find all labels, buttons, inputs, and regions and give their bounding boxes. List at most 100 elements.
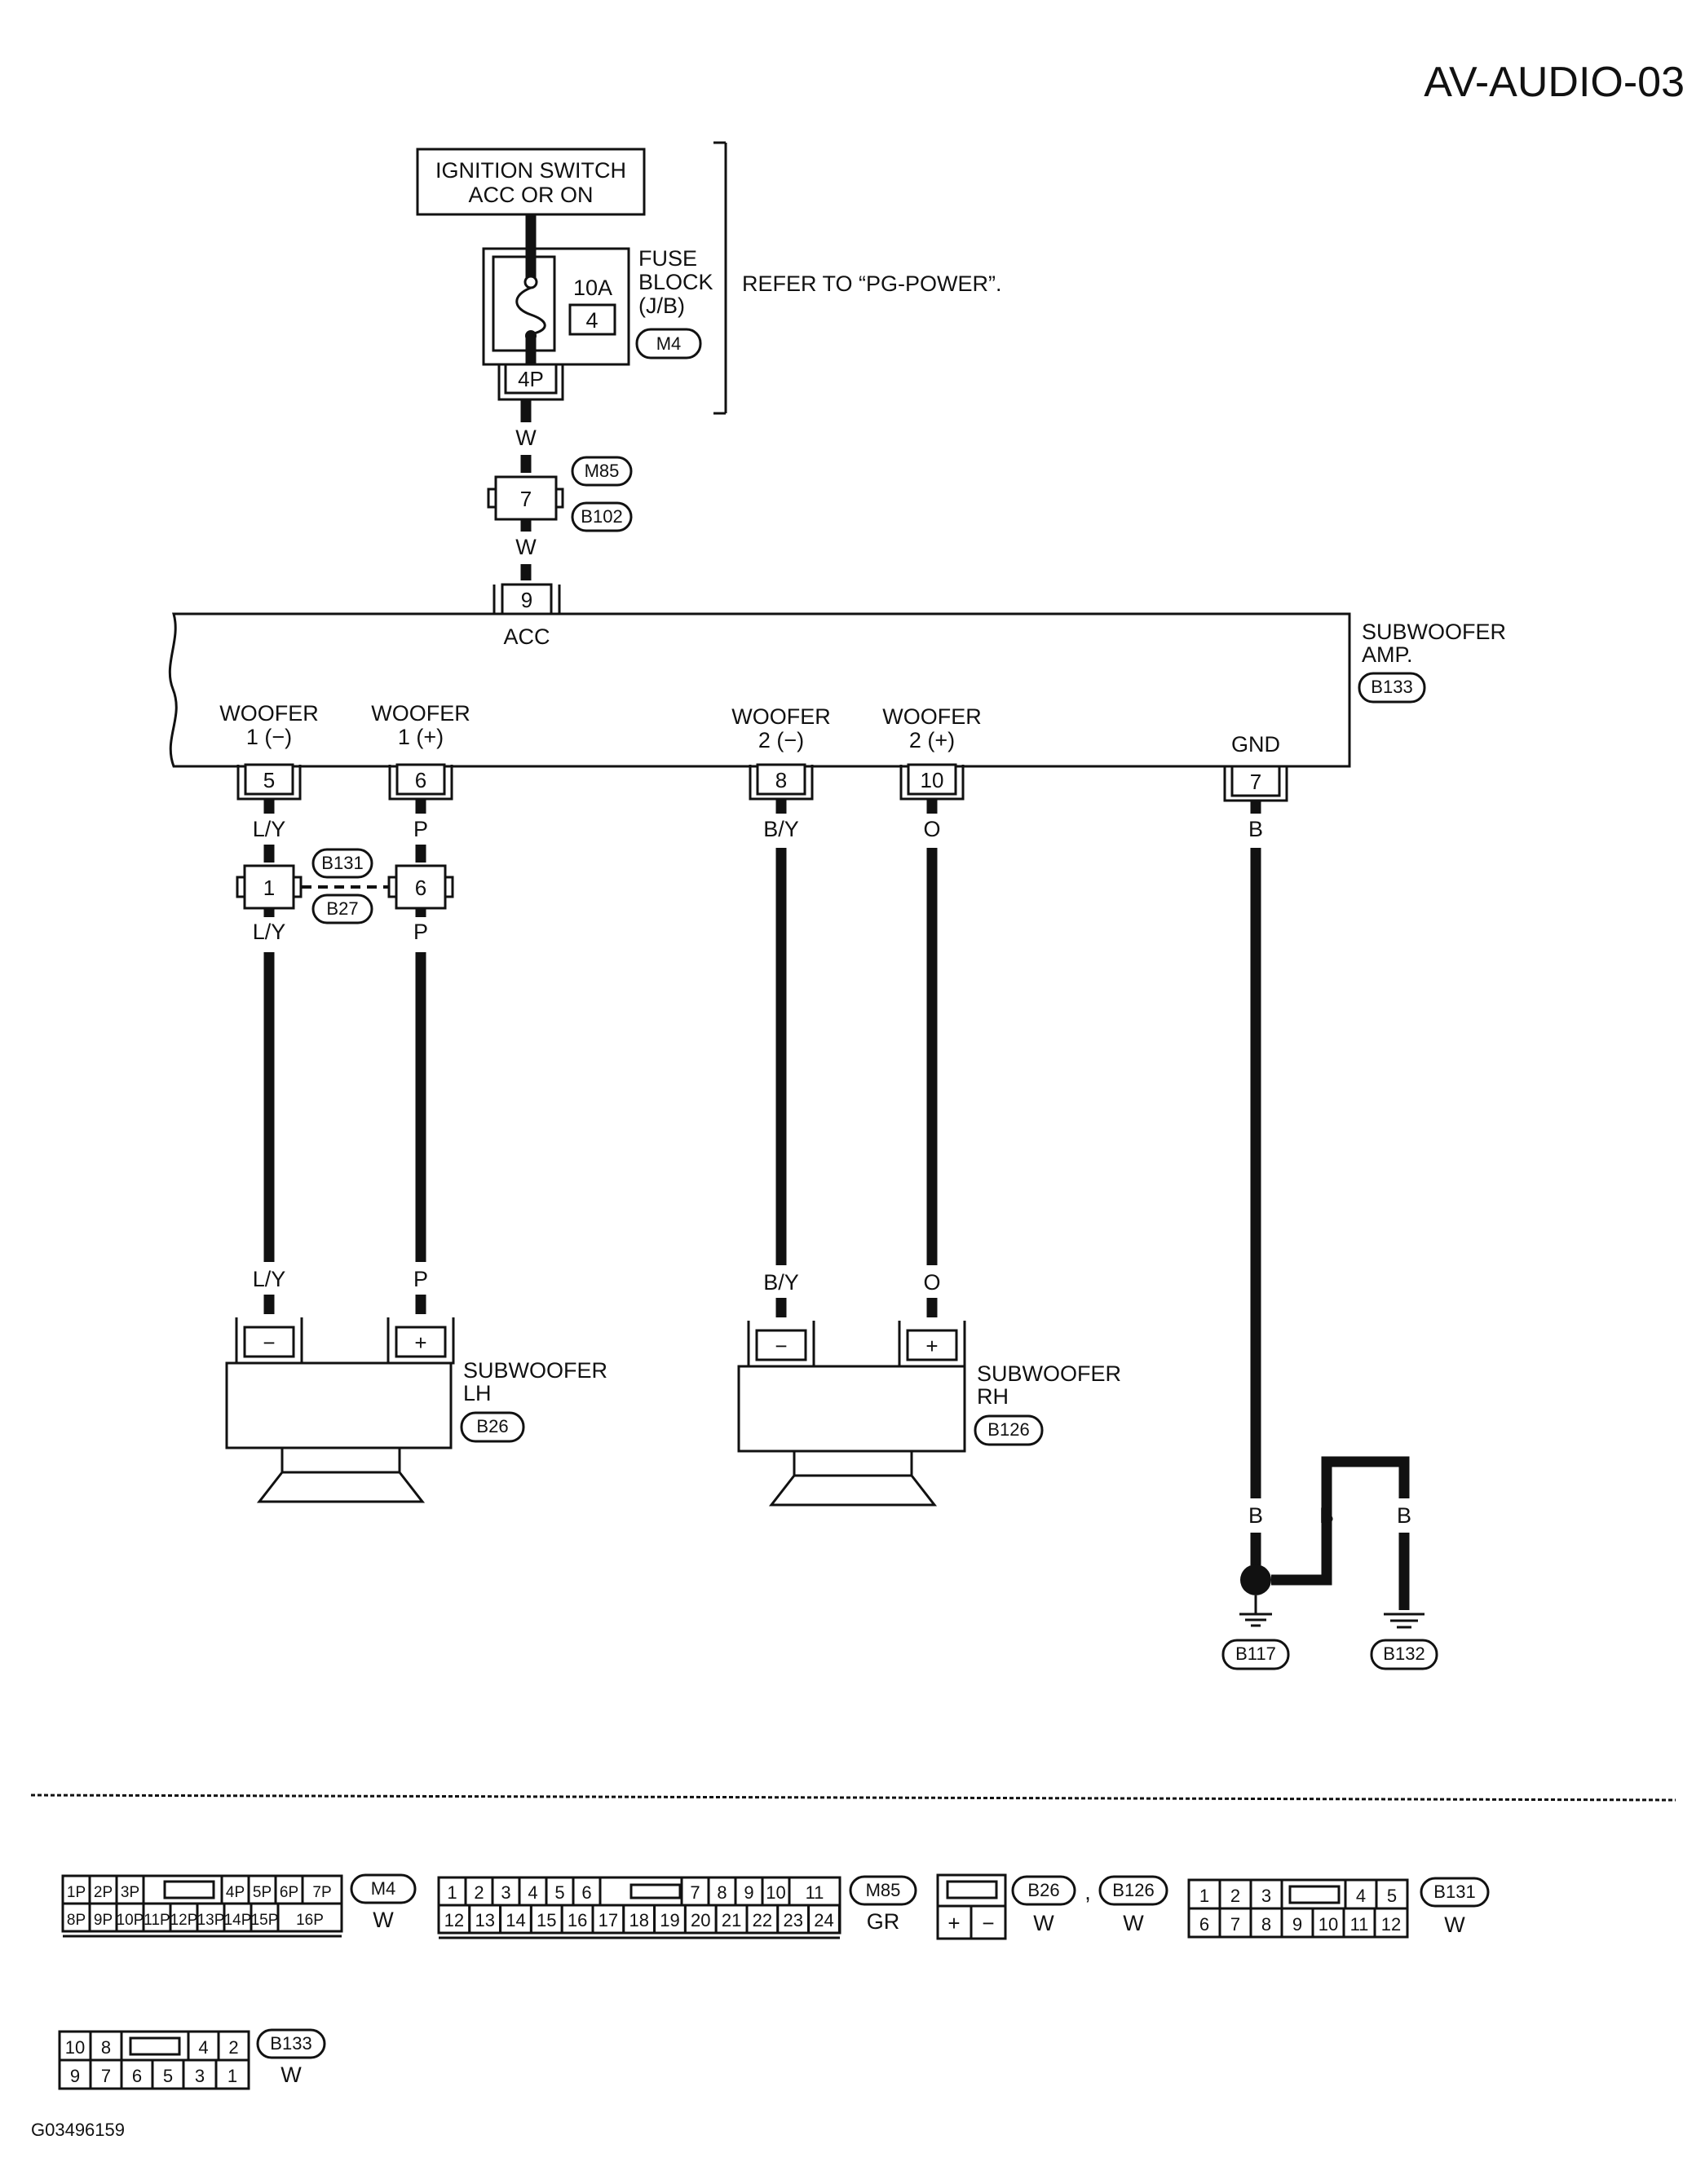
- cavity-number: 15P: [251, 1912, 279, 1929]
- connector-view-b26-id: B26: [1027, 1880, 1059, 1900]
- connector-view-m4-color: W: [373, 1908, 394, 1932]
- amp-name-1: SUBWOOFER: [1362, 620, 1506, 644]
- amp-terminal-label-woofer2-neg-2: 2 (−): [758, 728, 804, 752]
- rh-terminal-pos: +: [898, 1321, 966, 1368]
- cavity-number: 21: [722, 1910, 741, 1930]
- fuse-inner: [492, 255, 556, 352]
- cavity-number: 5: [554, 1882, 564, 1903]
- joint-id-b102: B102: [581, 506, 622, 527]
- subwoofer-lh-cone: [256, 1448, 426, 1503]
- cavity-number: 8P: [67, 1912, 86, 1929]
- wire-color-b-4: B: [1397, 1503, 1411, 1528]
- joint-connector-box: [494, 475, 558, 521]
- lh-terminal-neg: −: [235, 1317, 303, 1365]
- amp-terminal-label-woofer2-pos-1: WOOFER: [882, 704, 982, 729]
- joint-connector-shell-right: [556, 488, 564, 509]
- amp-terminal-6: 6: [388, 763, 453, 801]
- cavity-cell: [560, 1904, 594, 1935]
- amp-connector-id: B133: [1371, 677, 1412, 697]
- cavity-number: 11P: [144, 1912, 170, 1929]
- cavity-cell: [591, 1904, 625, 1935]
- subwoofer-rh-name-1: SUBWOOFER: [977, 1361, 1121, 1386]
- wire-color-o-1: O: [923, 817, 940, 841]
- wire-color-p-2: P: [413, 920, 428, 944]
- subwoofer-rh-badge: [974, 1414, 1044, 1446]
- amp-terminal-label-woofer1-pos-1: WOOFER: [371, 701, 470, 726]
- cavity-cell: [250, 1902, 280, 1933]
- amp-pin-10: 10: [921, 768, 944, 792]
- cavity-number: 4P: [226, 1884, 245, 1901]
- amp-terminal-8: 8: [749, 763, 814, 801]
- ignition-switch-label: IGNITION SWITCH: [435, 158, 626, 183]
- cavity-number: 6P: [280, 1884, 298, 1901]
- fuse-block-label-1: FUSE: [638, 246, 697, 271]
- fuse-element-icon: [515, 286, 546, 336]
- rh-terminal-neg: −: [747, 1321, 815, 1368]
- connector-view-b26-neg: −: [982, 1911, 994, 1935]
- cavity-cell: [653, 1904, 687, 1935]
- cavity-cell: [1218, 1907, 1252, 1939]
- cavity-number: 1: [447, 1882, 457, 1903]
- cavity-number: 6: [132, 2066, 142, 2086]
- joint-pin: 7: [520, 487, 532, 511]
- cavity-number: 8: [717, 1882, 727, 1903]
- cavity-number: 5P: [253, 1884, 272, 1901]
- subwoofer-rh-cone: [768, 1451, 938, 1507]
- cavity-number: 9: [70, 2066, 80, 2086]
- figure-id: G03496159: [31, 2120, 125, 2140]
- amp-terminal-label-woofer2-neg-1: WOOFER: [731, 704, 831, 729]
- cavity-number: 12: [444, 1910, 464, 1930]
- cavity-cell: [196, 1902, 226, 1933]
- wire-color-b-1: B: [1248, 817, 1263, 841]
- subwoofer-lh-name-1: SUBWOOFER: [463, 1358, 607, 1383]
- amp-terminal-10: 10: [899, 763, 965, 801]
- cavity-cell: [89, 2030, 123, 2062]
- cavity-number: 9: [744, 1882, 753, 1903]
- joint2-id-b27: B27: [326, 898, 358, 919]
- cavity-cell: [120, 2058, 154, 2090]
- cavity-number: 3: [501, 1882, 510, 1903]
- lh-pos-symbol: +: [414, 1330, 426, 1355]
- cavity-number: 4: [528, 1882, 537, 1903]
- cavity-number: 16P: [296, 1912, 324, 1929]
- cavity-number: 20: [691, 1910, 710, 1930]
- cavity-number: 10P: [117, 1912, 144, 1929]
- wire-color-by-1: B/Y: [763, 817, 799, 841]
- connector-view-m4-id: M4: [371, 1878, 396, 1899]
- cavity-cell: [680, 1876, 710, 1907]
- section-divider: [30, 1794, 1676, 1802]
- cavity-cell: [499, 1904, 532, 1935]
- connector-view-b133-badge: [256, 2028, 326, 2059]
- ground-b132-badge: [1370, 1639, 1438, 1670]
- cavity-number: 10: [766, 1882, 785, 1903]
- connector-view-b131-badge: [1420, 1877, 1490, 1908]
- joint2-right: 6: [387, 864, 454, 910]
- joint-connector-shell-top: [487, 488, 496, 509]
- wire-color-o-2: O: [923, 1270, 940, 1295]
- connector-4p-inner: [504, 364, 558, 395]
- connector-view-b26: + −: [936, 1873, 1007, 1940]
- joint2-pin-left: 1: [263, 876, 275, 900]
- connector-view-b133-id: B133: [270, 2033, 311, 2054]
- acc-terminal-shell: [493, 585, 561, 615]
- joint2-badge-b131: [311, 848, 373, 879]
- amp-pin-6: 6: [415, 768, 426, 792]
- amp-terminal-label-woofer2-pos-2: 2 (+): [909, 728, 955, 752]
- cavity-number: 15: [537, 1910, 556, 1930]
- cavity-cell: [276, 1902, 343, 1933]
- wire-color-p-3: P: [413, 1267, 428, 1291]
- amp-terminal-label-woofer1-neg-1: WOOFER: [219, 701, 319, 726]
- cavity-number: 19: [660, 1910, 679, 1930]
- ground-b132-id: B132: [1383, 1644, 1425, 1664]
- connector-view-m85-badge: [849, 1875, 917, 1906]
- lh-neg-symbol: −: [263, 1330, 275, 1355]
- subwoofer-lh-badge: [460, 1411, 525, 1443]
- cavity-cell: [182, 2058, 218, 2090]
- cavity-number: 6: [1199, 1914, 1209, 1935]
- connector-view-m85-id: M85: [866, 1880, 901, 1900]
- cavity-number: 7: [1230, 1914, 1240, 1935]
- cavity-cell: [1249, 1878, 1283, 1910]
- cavity-number: 2P: [94, 1884, 113, 1901]
